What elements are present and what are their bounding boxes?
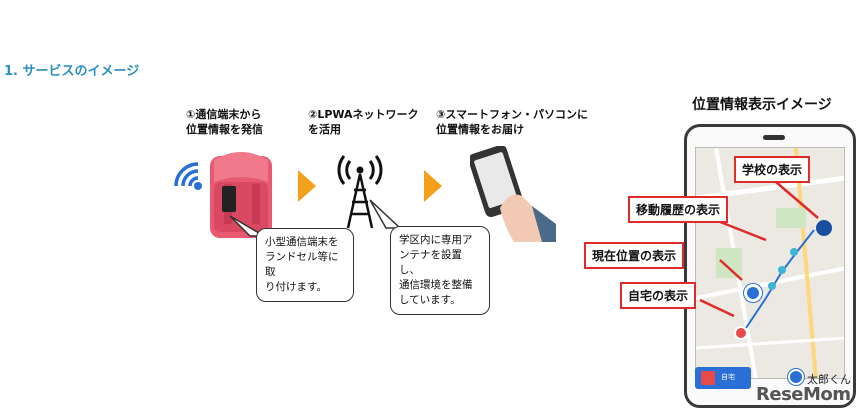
section-title: 1. サービスのイメージ [4, 64, 140, 79]
bubble-2: 学区内に専用ア ンテナを設置し、 通信環境を整備 しています。 [390, 226, 490, 315]
child-avatar[interactable] [788, 369, 804, 385]
antenna-tower-icon [337, 155, 383, 229]
child-name: 太郎くん [807, 373, 851, 386]
arrow-right-icon [298, 170, 316, 202]
current-location-icon[interactable] [744, 284, 762, 302]
callout-history: 移動履歴の表示 [628, 196, 729, 223]
phone-bottom-bar: 自宅 太郎くん [695, 367, 851, 401]
school-marker-icon[interactable] [816, 220, 832, 236]
home-marker-icon[interactable] [734, 326, 748, 340]
phone-speaker [763, 135, 785, 140]
house-icon [701, 371, 715, 385]
callout-home: 自宅の表示 [620, 282, 697, 309]
history-dot-icon[interactable] [790, 248, 798, 256]
step-1-label: ①通信端末から 位置情報を発信 [186, 108, 263, 136]
watermark-logo: ReseMom [756, 384, 851, 405]
map-roads [696, 148, 844, 378]
bubble-1: 小型通信端末を ランドセル等に取 り付けます。 [256, 228, 354, 302]
home-button-label: 自宅 [721, 373, 735, 381]
smartphone-hand-icon [470, 146, 556, 242]
phone-mockup: 自宅 太郎くん [684, 124, 856, 408]
backpack-icon [210, 152, 272, 238]
history-dot-icon[interactable] [778, 266, 786, 274]
callout-school: 学校の表示 [734, 156, 811, 183]
callout-current-location: 現在位置の表示 [584, 242, 685, 269]
wifi-icon [174, 162, 202, 190]
arrow-right-icon [424, 170, 442, 202]
phone-title: 位置情報表示イメージ [692, 97, 832, 113]
step-3-label: ③スマートフォン・パソコンに 位置情報をお届け [436, 108, 588, 136]
home-button[interactable]: 自宅 [695, 367, 751, 389]
step-2-label: ②LPWAネットワーク を活用 [308, 108, 419, 136]
map-view[interactable] [695, 147, 845, 379]
history-dot-icon[interactable] [768, 282, 776, 290]
